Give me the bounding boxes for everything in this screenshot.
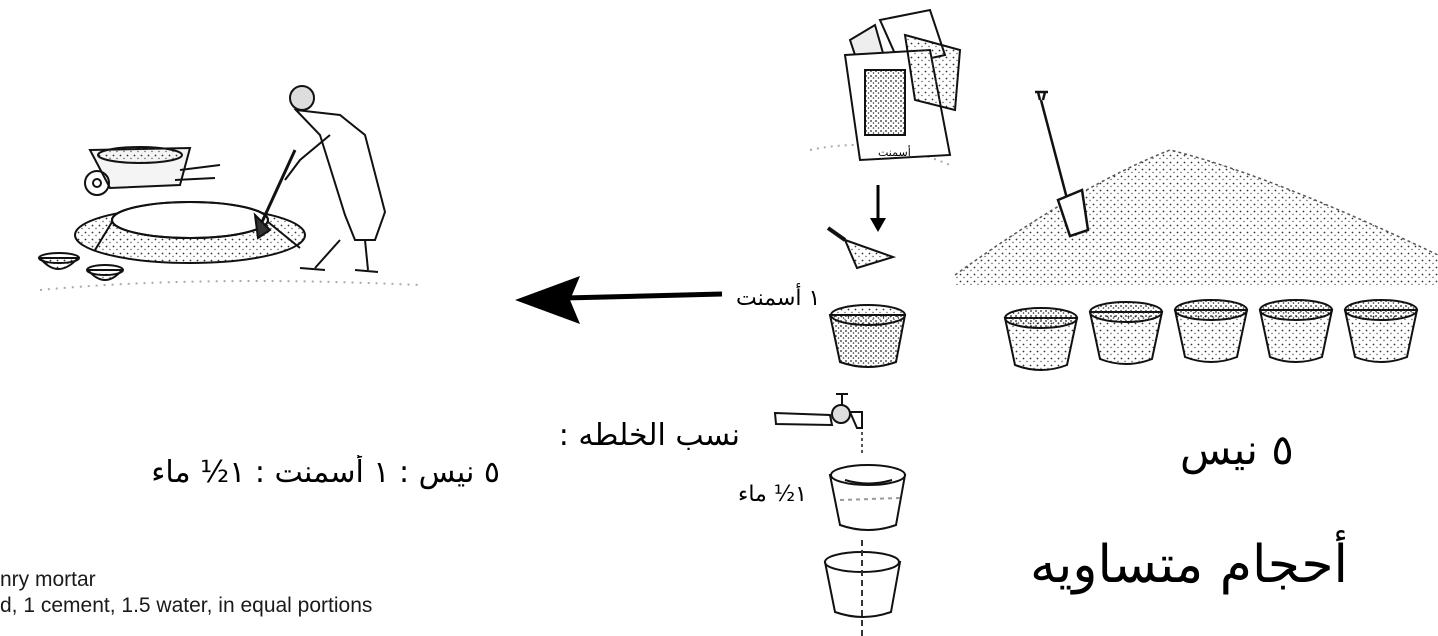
mix-title: نسب الخلطه :: [558, 418, 740, 453]
trowel-icon: [826, 226, 897, 270]
sand-bucket-1-icon: [1003, 307, 1079, 371]
mix-ratio: ٥ نيس : ١ أسمنت : ١½ ماء: [151, 455, 500, 490]
equal-volumes-label: أحجام متساويه: [1030, 535, 1348, 595]
mortar-pile-ring: [74, 201, 306, 264]
water-bucket-icon: [828, 464, 907, 531]
sand-bucket-3-icon: [1173, 299, 1249, 363]
arrow-left-icon: [515, 276, 723, 324]
cement-label: ١ أسمنت: [736, 286, 821, 311]
sand-pile-icon: [954, 149, 1438, 285]
shovel-icon: [1035, 90, 1090, 238]
down-arrow-icon: [870, 185, 886, 232]
sand-bucket-5-icon: [1343, 299, 1419, 363]
bag-label: أسمنت: [878, 146, 911, 159]
cement-bucket-icon: [828, 304, 907, 368]
sand-buckets-row: [1003, 299, 1419, 371]
sand-bucket-2-icon: [1088, 301, 1164, 365]
wheelbarrow-icon: [84, 146, 221, 196]
sand-count-label: ٥ نيس: [1180, 425, 1294, 474]
caption-line-2: d, 1 cement, 1.5 water, in equal portion…: [0, 594, 373, 617]
small-bowls-icon: [37, 252, 125, 281]
cement-bags-icon: [809, 8, 962, 166]
worker-figure: [253, 85, 387, 273]
sand-bucket-4-icon: [1258, 299, 1334, 363]
mixing-scene: [37, 85, 421, 291]
water-tap-icon: [773, 393, 863, 456]
measuring-bucket-icon: [823, 540, 902, 636]
water-label: ١½ ماء: [738, 482, 807, 507]
caption-line-1: nry mortar: [0, 568, 96, 591]
